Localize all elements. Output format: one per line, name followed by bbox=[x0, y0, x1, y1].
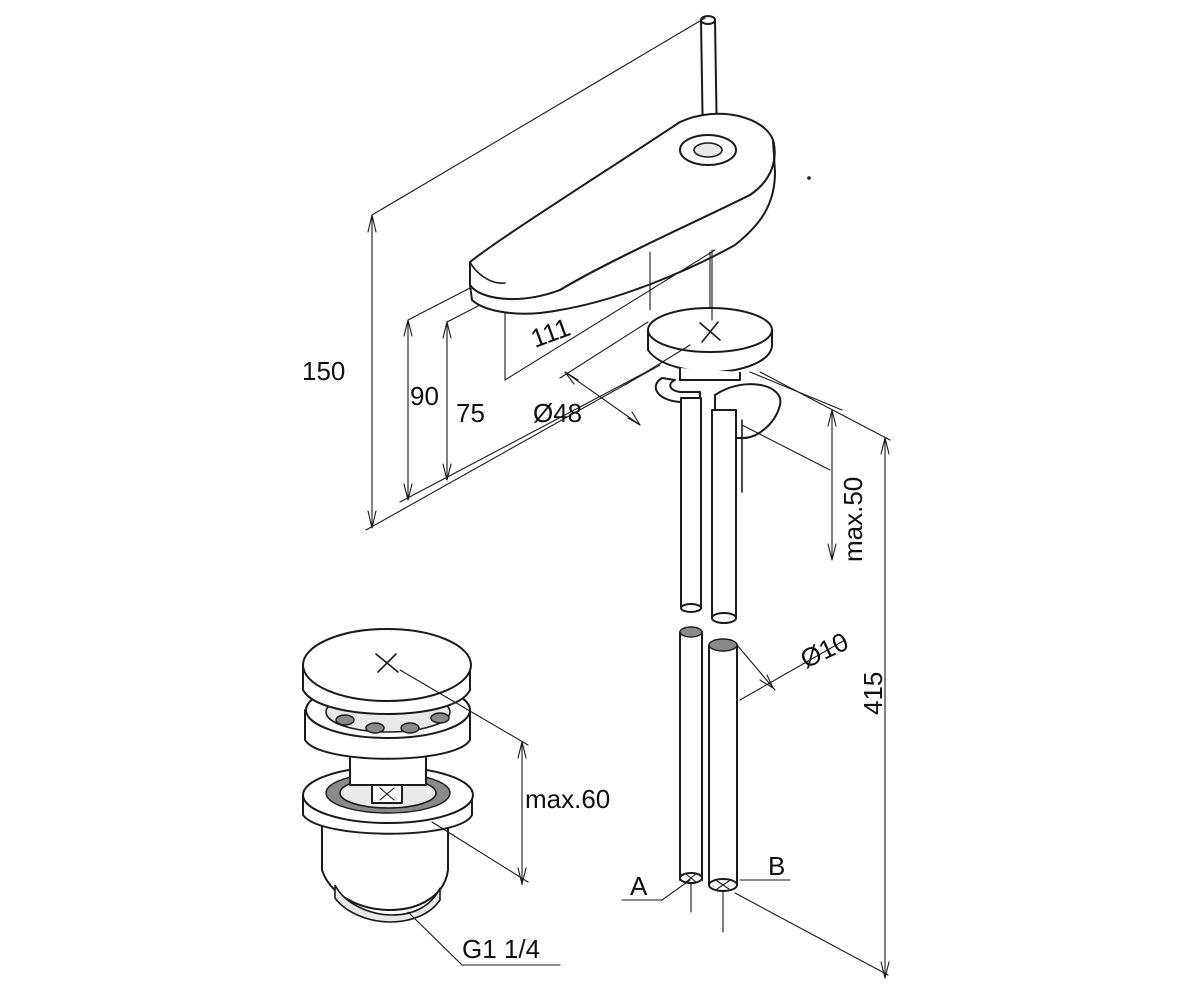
hose-lower-b bbox=[708, 638, 738, 933]
dimension-90: 90 bbox=[403, 287, 471, 501]
label-b: B bbox=[768, 851, 785, 881]
label-75: 75 bbox=[456, 398, 485, 428]
connection-a: A bbox=[621, 871, 691, 901]
label-90: 90 bbox=[410, 381, 439, 411]
dimension-75: 75 bbox=[399, 304, 651, 503]
label-415: 415 bbox=[858, 672, 888, 715]
dimension-max-50: max.50 bbox=[741, 371, 868, 562]
dimension-thread: G1 1/4 bbox=[407, 911, 561, 966]
connection-b: B bbox=[739, 851, 791, 881]
dimension-max-60: max.60 bbox=[399, 669, 610, 886]
label-150: 150 bbox=[302, 356, 345, 386]
label-max-60: max.60 bbox=[525, 784, 610, 814]
drain-assembly bbox=[302, 628, 474, 923]
label-max-50: max.50 bbox=[838, 477, 868, 562]
dimension-415: 415 bbox=[734, 371, 891, 979]
dimension-diameter-10: Ø10 bbox=[736, 626, 853, 701]
dimension-diameter-48: Ø48 bbox=[533, 321, 691, 428]
label-thread: G1 1/4 bbox=[462, 934, 540, 964]
hose-lower-a bbox=[679, 626, 703, 913]
label-a: A bbox=[630, 871, 648, 901]
hose-upper-a bbox=[680, 397, 702, 613]
label-111: 111 bbox=[527, 312, 574, 354]
faucet-body bbox=[469, 15, 811, 331]
label-diameter-10: Ø10 bbox=[796, 626, 853, 674]
dimension-150: 150 bbox=[302, 17, 706, 531]
hose-upper-b bbox=[711, 409, 737, 624]
label-diameter-48: Ø48 bbox=[533, 398, 582, 428]
faucet-base bbox=[647, 307, 782, 493]
